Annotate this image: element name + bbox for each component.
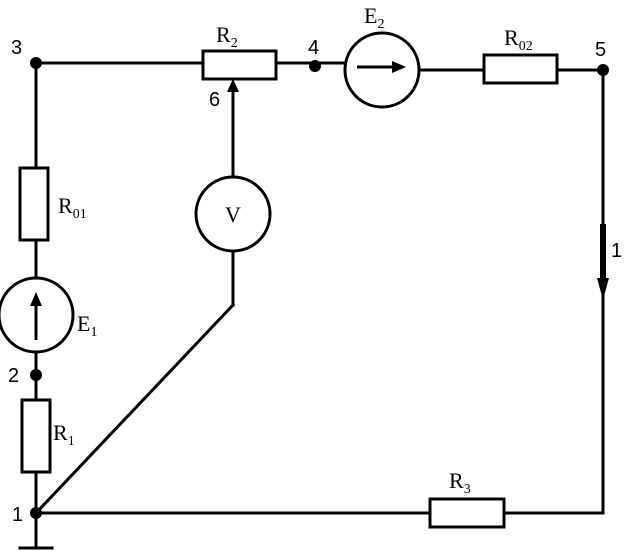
resistor-r3 bbox=[428, 497, 506, 529]
node-dot-2 bbox=[30, 369, 42, 381]
label-e2: E2 bbox=[364, 3, 384, 32]
node-dot-1 bbox=[30, 507, 42, 519]
resistor-r1 bbox=[20, 398, 52, 474]
resistor-r01 bbox=[18, 166, 50, 242]
voltmeter: V bbox=[194, 175, 272, 253]
resistor-r02 bbox=[482, 53, 559, 85]
resistor-r2 bbox=[201, 49, 278, 81]
label-r02: R02 bbox=[504, 25, 533, 54]
label-e1: E1 bbox=[77, 311, 97, 340]
label-r01: R01 bbox=[58, 193, 87, 222]
emf-source-e2 bbox=[343, 31, 421, 109]
node-label-6: 6 bbox=[209, 89, 220, 111]
node-label-4: 4 bbox=[308, 37, 319, 59]
label-r2: R2 bbox=[216, 22, 238, 51]
label-r1: R1 bbox=[53, 420, 75, 449]
label-r3: R3 bbox=[449, 468, 471, 497]
node-label-2: 2 bbox=[8, 365, 19, 387]
node-label-5: 5 bbox=[595, 39, 606, 61]
node-dot-3 bbox=[30, 57, 42, 69]
node-label-3: 3 bbox=[11, 37, 22, 59]
node-label-1: 1 bbox=[12, 504, 23, 526]
node-dot-5 bbox=[597, 64, 609, 76]
slider-arrow-head bbox=[227, 79, 239, 92]
current-label: 1 bbox=[611, 240, 622, 262]
node-dot-4 bbox=[309, 60, 321, 72]
voltmeter-label: V bbox=[225, 202, 241, 227]
wires bbox=[18, 61, 605, 550]
wire-v-to-1-diagonal bbox=[33, 302, 236, 516]
current-arrow-i1 bbox=[597, 224, 609, 300]
emf-source-e1 bbox=[0, 276, 75, 354]
